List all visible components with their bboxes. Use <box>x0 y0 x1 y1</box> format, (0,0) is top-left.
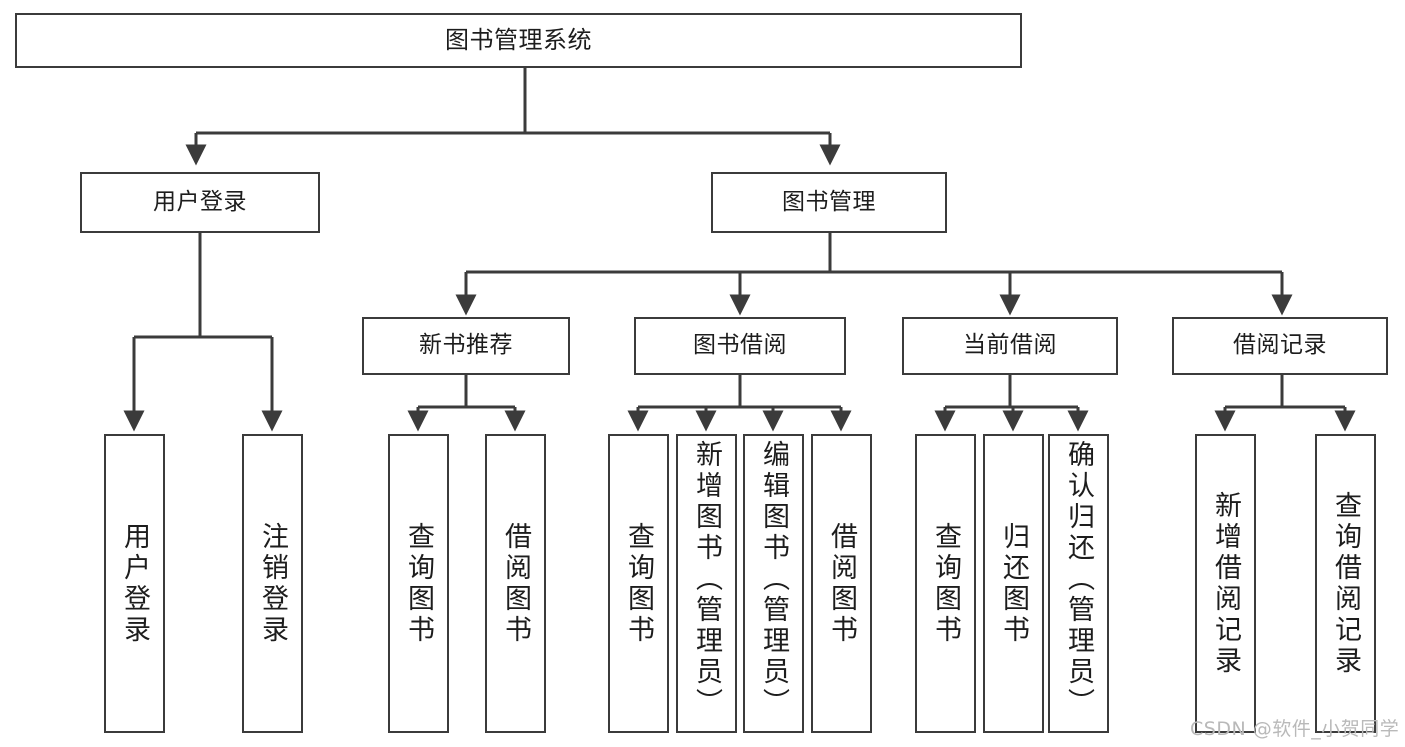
leaf-recommend-query-book[interactable]: 查询图书 <box>388 434 449 733</box>
node-label: 借阅记录 <box>1233 332 1327 359</box>
leaf-borrow-query-book[interactable]: 查询图书 <box>608 434 669 733</box>
watermark-text: CSDN @软件_小贺同学 <box>1190 718 1400 740</box>
node-label: 查询借阅记录 <box>1330 490 1361 677</box>
node-book-management[interactable]: 图书管理 <box>711 172 947 233</box>
leaf-record-query-record[interactable]: 查询借阅记录 <box>1315 434 1376 733</box>
node-label: 图书管理 <box>782 188 876 215</box>
leaf-current-return-book[interactable]: 归还图书 <box>983 434 1044 733</box>
node-label: 查询图书 <box>930 521 961 646</box>
node-label: 新书推荐 <box>419 332 513 359</box>
node-label: 查询图书 <box>623 521 654 646</box>
node-label: 编辑图书（管理员） <box>758 440 789 719</box>
node-label: 当前借阅 <box>963 332 1057 359</box>
leaf-borrow-add-book[interactable]: 新增图书（管理员） <box>676 434 737 733</box>
node-label: 归还图书 <box>998 521 1029 646</box>
node-label: 借阅图书 <box>500 521 531 646</box>
node-current-borrow[interactable]: 当前借阅 <box>902 317 1118 375</box>
node-user-login[interactable]: 用户登录 <box>80 172 320 233</box>
node-book-borrow[interactable]: 图书借阅 <box>634 317 846 375</box>
node-label: 借阅图书 <box>826 521 857 646</box>
node-label: 图书借阅 <box>693 332 787 359</box>
node-label: 新增图书（管理员） <box>691 440 722 719</box>
leaf-recommend-borrow-book[interactable]: 借阅图书 <box>485 434 546 733</box>
leaf-borrow-edit-book[interactable]: 编辑图书（管理员） <box>743 434 804 733</box>
node-label: 新增借阅记录 <box>1210 490 1241 677</box>
leaf-user-login-signin[interactable]: 用户登录 <box>104 434 165 733</box>
node-label: 查询图书 <box>403 521 434 646</box>
leaf-record-add-record[interactable]: 新增借阅记录 <box>1195 434 1256 733</box>
node-label: 用户登录 <box>153 188 247 215</box>
node-label: 注销登录 <box>257 521 288 646</box>
leaf-current-query-book[interactable]: 查询图书 <box>915 434 976 733</box>
leaf-borrow-borrow-book[interactable]: 借阅图书 <box>811 434 872 733</box>
node-new-book-recommend[interactable]: 新书推荐 <box>362 317 570 375</box>
node-label: 确认归还（管理员） <box>1063 440 1094 719</box>
leaf-current-confirm-return[interactable]: 确认归还（管理员） <box>1048 434 1109 733</box>
node-root-system[interactable]: 图书管理系统 <box>15 13 1022 68</box>
node-label: 图书管理系统 <box>445 26 592 55</box>
node-label: 用户登录 <box>119 521 150 646</box>
node-borrow-record[interactable]: 借阅记录 <box>1172 317 1388 375</box>
leaf-user-login-signout[interactable]: 注销登录 <box>242 434 303 733</box>
